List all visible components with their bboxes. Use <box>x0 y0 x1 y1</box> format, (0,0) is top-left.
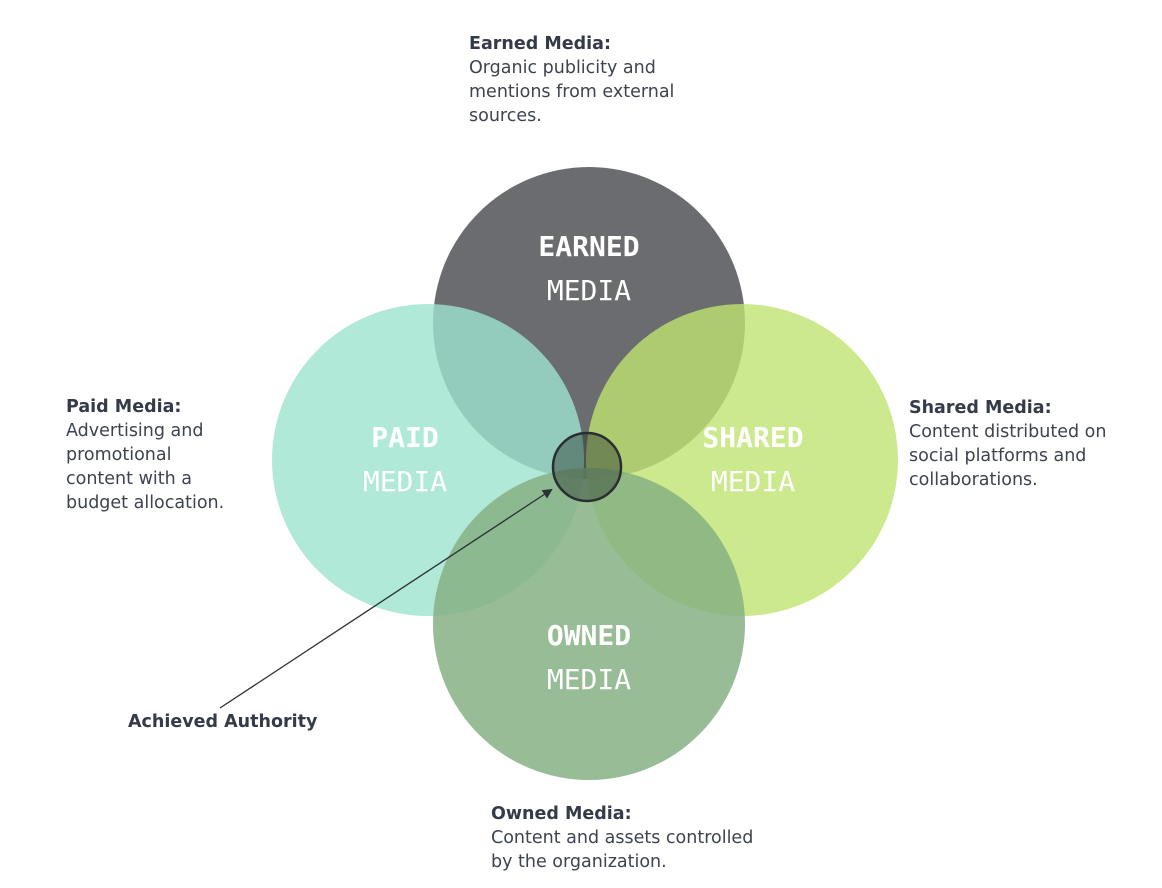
shared-circle-title: SHARED <box>702 421 803 454</box>
owned-circle-title: OWNED <box>547 619 631 652</box>
owned-media-circle <box>433 468 745 780</box>
shared-circle-subtitle: MEDIA <box>711 465 795 498</box>
paid-media-description: Paid Media: Advertising and promotional … <box>66 395 256 515</box>
earned-media-heading: Earned Media: <box>469 34 611 54</box>
shared-media-heading: Shared Media: <box>909 398 1052 418</box>
achieved-authority-label: Achieved Authority <box>128 712 318 732</box>
shared-media-body: Content distributed on social platforms … <box>909 422 1107 490</box>
paid-media-body: Advertising and promotional content with… <box>66 421 225 513</box>
achieved-authority-center-circle <box>551 431 623 503</box>
earned-circle-title: EARNED <box>538 230 639 263</box>
owned-circle-subtitle: MEDIA <box>547 663 631 696</box>
earned-circle-subtitle: MEDIA <box>547 274 631 307</box>
arrow-icon <box>219 488 553 709</box>
earned-media-description: Earned Media: Organic publicity and ment… <box>469 32 709 128</box>
shared-media-description: Shared Media: Content distributed on soc… <box>909 396 1149 492</box>
owned-media-heading: Owned Media: <box>491 804 632 824</box>
paid-circle-subtitle: MEDIA <box>363 465 447 498</box>
paid-circle-title: PAID <box>371 421 438 454</box>
owned-media-description: Owned Media: Content and assets controll… <box>491 802 801 874</box>
owned-media-body: Content and assets controlled by the org… <box>491 828 754 872</box>
earned-media-body: Organic publicity and mentions from exte… <box>469 58 675 126</box>
paid-media-heading: Paid Media: <box>66 397 182 417</box>
